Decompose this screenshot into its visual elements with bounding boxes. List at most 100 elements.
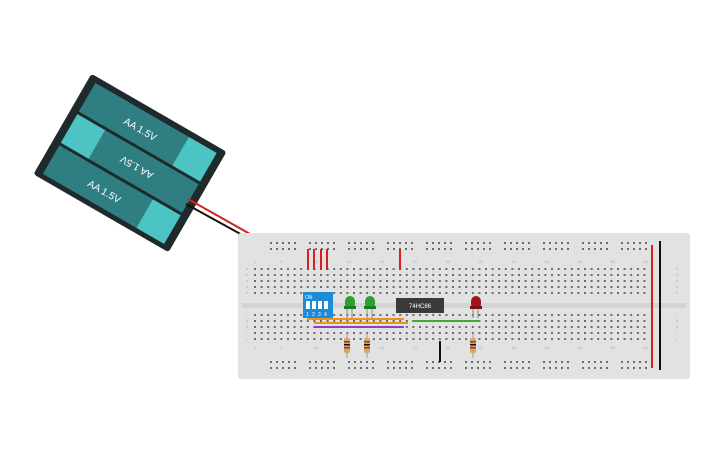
breadboard-hole[interactable] <box>564 274 567 276</box>
breadboard-hole[interactable] <box>458 314 461 316</box>
breadboard-hole[interactable] <box>590 332 593 334</box>
breadboard-hole[interactable] <box>483 248 485 250</box>
breadboard-hole[interactable] <box>387 367 389 369</box>
breadboard-hole[interactable] <box>326 338 329 340</box>
breadboard-hole[interactable] <box>392 314 395 316</box>
breadboard-hole[interactable] <box>346 292 349 294</box>
breadboard-hole[interactable] <box>412 326 415 328</box>
breadboard-hole[interactable] <box>458 332 461 334</box>
breadboard-hole[interactable] <box>339 320 342 322</box>
breadboard-hole[interactable] <box>346 280 349 282</box>
dip-toggle-3[interactable] <box>318 301 322 309</box>
breadboard-hole[interactable] <box>300 292 303 294</box>
breadboard-hole[interactable] <box>518 332 520 334</box>
breadboard-hole[interactable] <box>511 286 514 288</box>
breadboard-hole[interactable] <box>412 280 415 282</box>
breadboard-hole[interactable] <box>511 274 514 276</box>
breadboard-hole[interactable] <box>405 242 407 244</box>
breadboard-hole[interactable] <box>366 280 369 282</box>
breadboard-hole[interactable] <box>465 314 468 316</box>
breadboard-hole[interactable] <box>603 338 606 340</box>
breadboard-hole[interactable] <box>372 280 375 282</box>
breadboard-hole[interactable] <box>524 280 527 282</box>
breadboard-hole[interactable] <box>498 314 501 316</box>
breadboard-hole[interactable] <box>438 274 441 276</box>
breadboard-hole[interactable] <box>639 367 641 369</box>
breadboard-hole[interactable] <box>531 286 534 288</box>
breadboard-hole[interactable] <box>267 314 270 316</box>
breadboard-hole[interactable] <box>333 280 336 282</box>
breadboard-hole[interactable] <box>544 286 547 288</box>
breadboard-hole[interactable] <box>452 292 454 294</box>
breadboard-hole[interactable] <box>300 338 303 340</box>
breadboard-hole[interactable] <box>354 367 356 369</box>
breadboard-hole[interactable] <box>353 286 355 288</box>
breadboard-hole[interactable] <box>549 367 551 369</box>
breadboard-hole[interactable] <box>603 314 606 316</box>
breadboard-hole[interactable] <box>288 248 290 250</box>
breadboard-hole[interactable] <box>478 338 481 340</box>
breadboard-hole[interactable] <box>321 361 323 363</box>
breadboard-hole[interactable] <box>287 320 289 322</box>
breadboard-hole[interactable] <box>636 268 639 270</box>
breadboard-hole[interactable] <box>498 292 501 294</box>
breadboard-hole[interactable] <box>551 274 553 276</box>
breadboard-hole[interactable] <box>531 292 534 294</box>
breadboard-hole[interactable] <box>293 292 296 294</box>
breadboard-hole[interactable] <box>610 326 613 328</box>
breadboard-hole[interactable] <box>280 292 283 294</box>
breadboard-hole[interactable] <box>273 286 276 288</box>
resistor-1[interactable] <box>344 333 350 358</box>
breadboard-hole[interactable] <box>288 361 290 363</box>
breadboard-hole[interactable] <box>603 280 606 282</box>
breadboard-hole[interactable] <box>551 326 553 328</box>
breadboard-hole[interactable] <box>326 280 329 282</box>
breadboard-hole[interactable] <box>518 326 520 328</box>
breadboard-hole[interactable] <box>570 268 573 270</box>
breadboard-hole[interactable] <box>306 326 309 328</box>
breadboard-hole[interactable] <box>254 332 256 334</box>
breadboard-hole[interactable] <box>555 367 557 369</box>
breadboard-hole[interactable] <box>260 338 263 340</box>
breadboard-hole[interactable] <box>399 242 401 244</box>
breadboard-hole[interactable] <box>458 292 461 294</box>
breadboard-hole[interactable] <box>483 361 485 363</box>
breadboard-hole[interactable] <box>270 367 272 369</box>
breadboard-hole[interactable] <box>445 280 448 282</box>
breadboard-hole[interactable] <box>485 314 487 316</box>
breadboard-hole[interactable] <box>432 314 435 316</box>
breadboard-hole[interactable] <box>432 248 434 250</box>
breadboard-hole[interactable] <box>582 367 584 369</box>
breadboard-hole[interactable] <box>570 332 573 334</box>
breadboard-hole[interactable] <box>419 338 421 340</box>
breadboard-hole[interactable] <box>518 338 520 340</box>
breadboard-hole[interactable] <box>399 280 402 282</box>
breadboard-hole[interactable] <box>477 248 479 250</box>
breadboard-hole[interactable] <box>267 286 270 288</box>
breadboard-hole[interactable] <box>282 242 284 244</box>
breadboard-hole[interactable] <box>617 338 619 340</box>
breadboard-hole[interactable] <box>309 367 311 369</box>
breadboard-hole[interactable] <box>379 274 382 276</box>
breadboard-hole[interactable] <box>597 320 600 322</box>
breadboard-hole[interactable] <box>425 338 428 340</box>
breadboard-hole[interactable] <box>551 292 553 294</box>
breadboard-hole[interactable] <box>399 314 402 316</box>
breadboard-hole[interactable] <box>590 338 593 340</box>
breadboard-hole[interactable] <box>280 338 283 340</box>
breadboard-hole[interactable] <box>360 361 362 363</box>
breadboard-hole[interactable] <box>320 332 322 334</box>
breadboard-hole[interactable] <box>544 338 547 340</box>
breadboard-hole[interactable] <box>522 367 524 369</box>
breadboard-hole[interactable] <box>254 292 256 294</box>
breadboard-hole[interactable] <box>549 242 551 244</box>
breadboard-hole[interactable] <box>267 332 270 334</box>
breadboard-hole[interactable] <box>516 242 518 244</box>
breadboard-hole[interactable] <box>537 268 540 270</box>
breadboard-hole[interactable] <box>405 280 408 282</box>
breadboard-hole[interactable] <box>425 286 428 288</box>
breadboard-hole[interactable] <box>524 320 527 322</box>
breadboard-hole[interactable] <box>450 248 452 250</box>
breadboard-hole[interactable] <box>306 320 309 322</box>
breadboard-hole[interactable] <box>300 280 303 282</box>
